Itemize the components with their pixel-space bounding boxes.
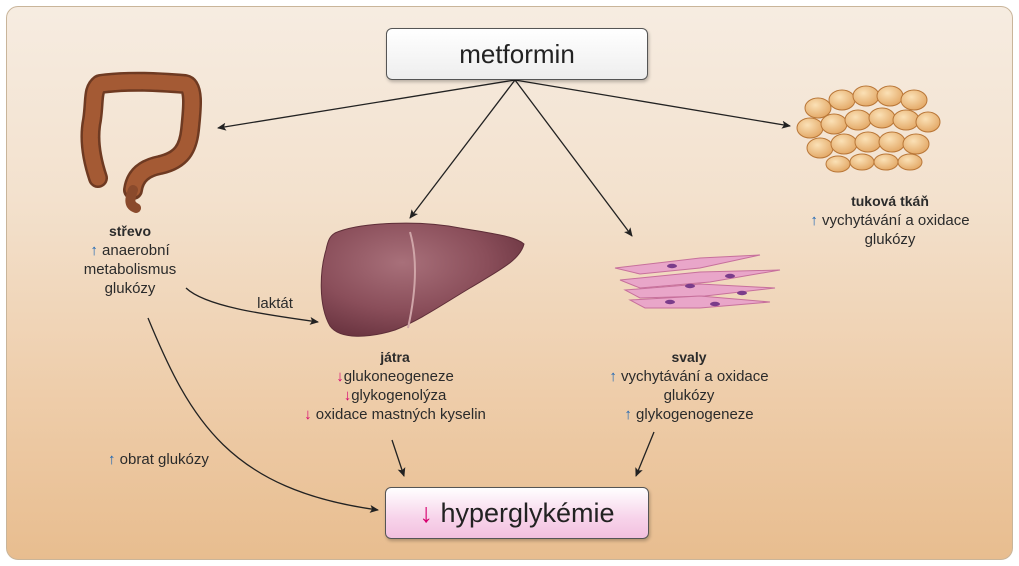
arrow-glucose-turnover <box>147 317 379 513</box>
increase-arrow-icon: ↑ <box>108 451 116 468</box>
decrease-arrow-icon: ↓ <box>343 387 352 404</box>
fat-label: tuková tkáň ↑ vychytávání a oxidace gluk… <box>792 192 988 249</box>
metformin-label: metformin <box>459 38 575 69</box>
decrease-arrow-icon: ↓ <box>419 497 433 528</box>
arrow-muscle-to-result <box>635 431 655 477</box>
muscle-fibers-illustration <box>614 254 781 309</box>
liver-illustration <box>320 222 525 337</box>
increase-arrow-icon: ↑ <box>90 242 98 259</box>
muscle-line-3: glykogenogeneze <box>636 406 754 423</box>
hyperglycemia-label: hyperglykémie <box>440 497 615 528</box>
fat-tissue-illustration <box>796 85 941 173</box>
arrow-lactate <box>185 287 319 325</box>
arrow-to-liver <box>409 79 516 219</box>
intestine-line-1: anaerobní <box>102 242 170 259</box>
muscle-line-2: glukózy <box>663 387 715 404</box>
arrow-to-muscle <box>514 79 633 237</box>
liver-line-2: glykogenolýza <box>351 387 447 404</box>
decrease-arrow-icon: ↓ <box>304 406 312 423</box>
metformin-arrows <box>147 79 791 513</box>
decrease-arrow-icon: ↓ <box>336 368 344 385</box>
fat-line-1: vychytávání a oxidace <box>822 212 970 229</box>
liver-line-3: oxidace mastných kyselin <box>315 406 486 423</box>
arrow-to-intestine <box>217 79 516 131</box>
increase-arrow-icon: ↑ <box>810 212 818 229</box>
increase-arrow-icon: ↑ <box>609 368 617 385</box>
liver-line-1: glukoneogeneze <box>343 368 454 385</box>
liver-title: játra <box>380 349 410 365</box>
intestine-illustration <box>80 71 202 213</box>
muscle-label: svaly ↑ vychytávání a oxidace glukózy ↑ … <box>594 348 784 424</box>
muscle-line-1: vychytávání a oxidace <box>621 368 769 385</box>
arrow-liver-to-result <box>391 439 406 477</box>
hyperglycemia-box: ↓ hyperglykémie <box>385 487 649 539</box>
fat-title: tuková tkáň <box>851 193 929 209</box>
arrow-to-fat <box>514 79 791 129</box>
intestine-label: střevo ↑ anaerobní metabolismus glukózy <box>70 222 190 298</box>
metformin-box: metformin <box>386 28 648 80</box>
intestine-line-3: glukózy <box>104 280 156 297</box>
intestine-line-2: metabolismus <box>83 261 177 278</box>
increase-arrow-icon: ↑ <box>624 406 632 423</box>
glucose-turnover-label: ↑ obrat glukózy <box>108 450 228 469</box>
glucose-turnover-text: obrat glukózy <box>119 451 209 468</box>
fat-line-2: glukózy <box>864 231 916 248</box>
lactate-label: laktát <box>257 295 293 312</box>
intestine-title: střevo <box>108 223 152 239</box>
muscle-title: svaly <box>671 349 707 365</box>
liver-label: játra ↓glukoneogeneze ↓glykogenolýza ↓ o… <box>290 348 500 424</box>
